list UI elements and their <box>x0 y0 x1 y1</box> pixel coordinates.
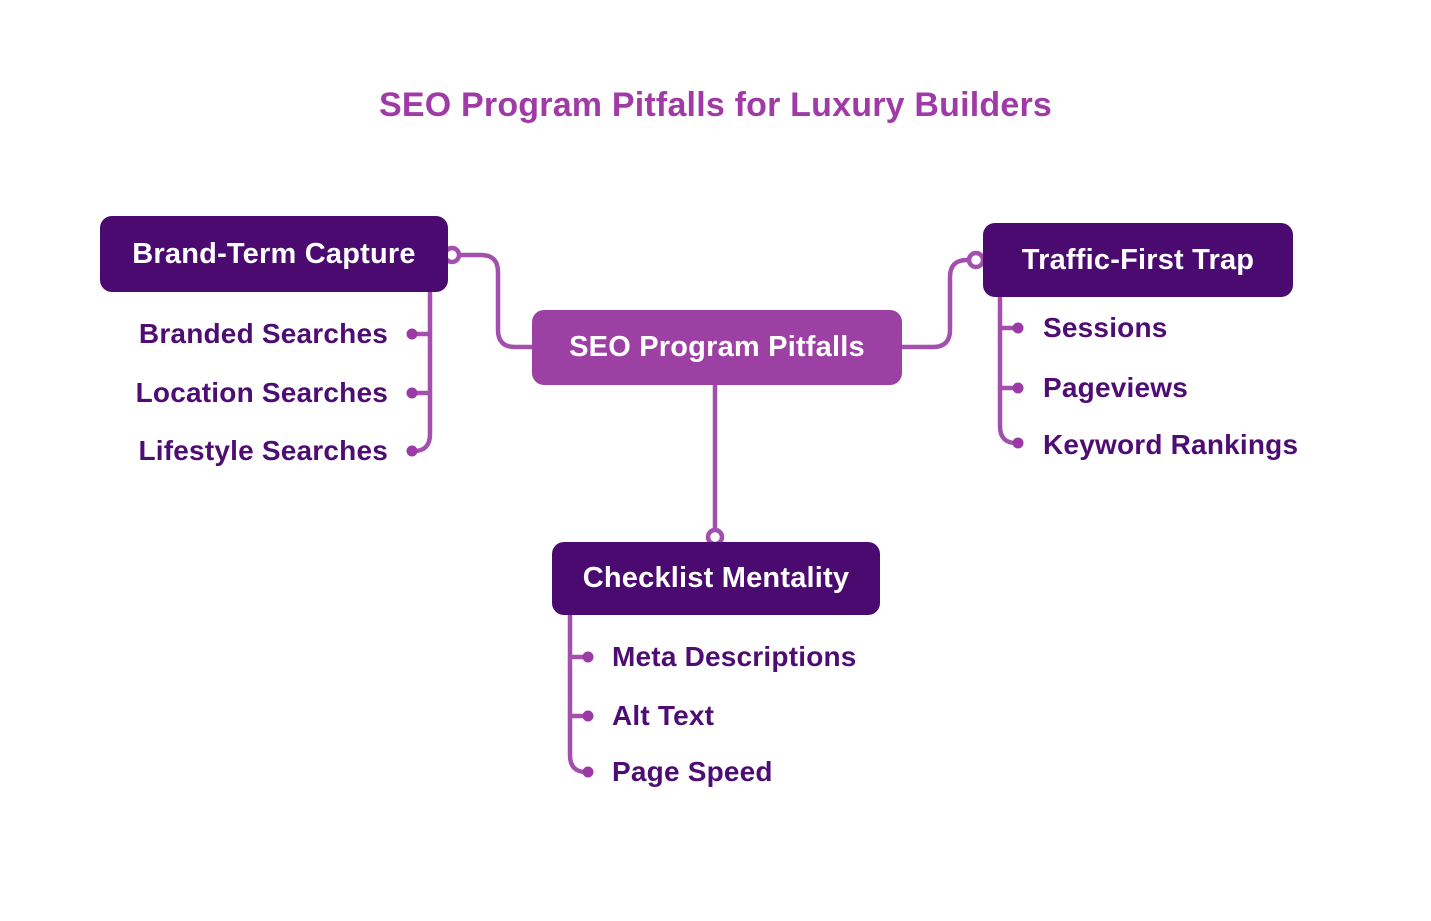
node-traffic-first-trap[interactable]: Traffic-First Trap <box>983 223 1293 297</box>
node-label: Checklist Mentality <box>582 562 850 594</box>
item-keyword-rankings[interactable]: Keyword Rankings <box>1043 429 1299 460</box>
item-page-speed[interactable]: Page Speed <box>612 756 773 787</box>
page-title: SEO Program Pitfalls for Luxury Builders <box>378 86 1053 124</box>
node-label: Brand-Term Capture <box>132 237 416 270</box>
item-lifestyle-searches[interactable]: Lifestyle Searches <box>138 435 388 466</box>
connector-dot <box>1012 437 1024 449</box>
node-label: SEO Program Pitfalls <box>569 331 865 363</box>
connector-dot <box>406 445 418 457</box>
item-alt-text[interactable]: Alt Text <box>612 700 715 731</box>
item-branded-searches[interactable]: Branded Searches <box>138 318 388 349</box>
connector-dot <box>1012 382 1024 394</box>
node-checklist-mentality[interactable]: Checklist Mentality <box>552 542 880 615</box>
connector-dot <box>582 766 594 778</box>
connector-ring <box>966 250 986 270</box>
connector-center-to-traffic <box>899 257 979 350</box>
connector-dot <box>582 651 594 663</box>
brand-items-spine <box>411 289 433 454</box>
connector-dot <box>582 710 594 722</box>
item-sessions[interactable]: Sessions <box>1043 312 1168 343</box>
node-label: Traffic-First Trap <box>1021 243 1255 276</box>
connector-dot <box>406 328 418 340</box>
connector-dot <box>1012 322 1024 334</box>
node-brand-term-capture[interactable]: Brand-Term Capture <box>100 216 448 292</box>
checklist-items-spine <box>567 612 589 775</box>
connector-center-to-brand <box>449 252 535 350</box>
traffic-items-spine <box>997 294 1019 446</box>
connector-dot <box>406 387 418 399</box>
item-meta-descriptions[interactable]: Meta Descriptions <box>612 641 857 672</box>
item-location-searches[interactable]: Location Searches <box>135 377 388 408</box>
item-pageviews[interactable]: Pageviews <box>1043 372 1188 403</box>
node-seo-program-pitfalls[interactable]: SEO Program Pitfalls <box>532 310 902 385</box>
